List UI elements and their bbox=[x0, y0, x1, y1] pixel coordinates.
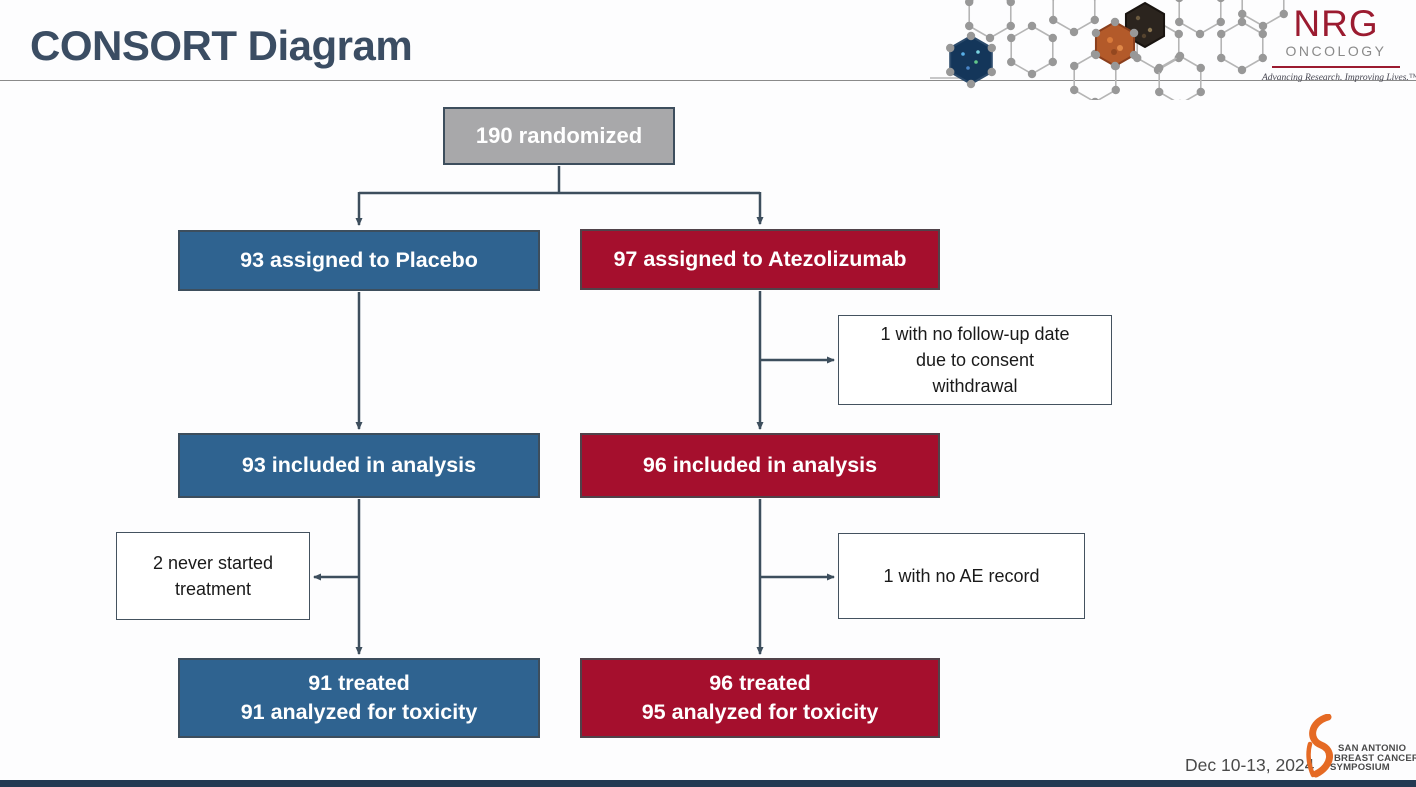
node-atezolizumab-treated: 96 treated 95 analyzed for toxicity bbox=[580, 658, 940, 738]
nrg-logo-rule bbox=[1272, 66, 1400, 68]
node-randomized-label: 190 randomized bbox=[475, 123, 643, 149]
sabcs-line2: BREAST CANCER bbox=[1334, 752, 1416, 764]
node-no-ae-record: 1 with no AE record bbox=[838, 533, 1085, 619]
molecule-hexagon-decoration bbox=[930, 0, 1288, 100]
sabcs-logo: SAN ANTONIO BREAST CANCER SYMPOSIUM bbox=[1296, 700, 1416, 780]
node-placebo-analysis: 93 included in analysis bbox=[178, 433, 540, 498]
sabcs-line3: SYMPOSIUM bbox=[1330, 762, 1390, 773]
bottom-accent-bar bbox=[0, 780, 1416, 787]
node-no-followup: 1 with no follow-up date due to consent … bbox=[838, 315, 1112, 405]
node-placebo-treated-line2: 91 analyzed for toxicity bbox=[240, 700, 478, 724]
sabcs-ribbon-icon bbox=[1306, 714, 1333, 778]
node-no-followup-line3: withdrawal bbox=[932, 376, 1018, 397]
nrg-oncology-logo: NRG ONCOLOGY Advancing Research. Improvi… bbox=[1262, 3, 1416, 83]
node-atezolizumab-analysis: 96 included in analysis bbox=[580, 433, 940, 498]
node-atezolizumab-assigned: 97 assigned to Atezolizumab bbox=[580, 229, 940, 290]
node-no-followup-line2: due to consent bbox=[915, 349, 1035, 370]
node-no-ae-record-label: 1 with no AE record bbox=[883, 565, 1040, 586]
node-atezolizumab-analysis-label: 96 included in analysis bbox=[642, 452, 878, 477]
nrg-division-text: ONCOLOGY bbox=[1285, 43, 1387, 59]
sabcs-logo-text: SAN ANTONIO BREAST CANCER SYMPOSIUM bbox=[1330, 744, 1416, 773]
nrg-logo-text: NRG bbox=[1293, 3, 1379, 44]
page-title: CONSORT Diagram bbox=[30, 22, 413, 69]
node-placebo-treated-line1: 91 treated bbox=[308, 670, 410, 695]
node-no-followup-line1: 1 with no follow-up date bbox=[880, 323, 1070, 344]
node-randomized: 190 randomized bbox=[443, 107, 675, 165]
node-never-started: 2 never started treatment bbox=[116, 532, 310, 620]
node-never-started-line1: 2 never started bbox=[152, 552, 274, 573]
node-atezolizumab-assigned-label: 97 assigned to Atezolizumab bbox=[613, 246, 907, 271]
node-atezolizumab-treated-line2: 95 analyzed for toxicity bbox=[641, 700, 879, 724]
node-placebo-treated: 91 treated 91 analyzed for toxicity bbox=[178, 658, 540, 738]
node-placebo-analysis-label: 93 included in analysis bbox=[241, 452, 477, 477]
nrg-tagline: Advancing Research. Improving Lives.™ bbox=[1262, 73, 1416, 83]
node-placebo-assigned-label: 93 assigned to Placebo bbox=[240, 247, 478, 272]
conference-date: Dec 10-13, 2024 bbox=[1185, 755, 1315, 775]
node-never-started-line2: treatment bbox=[174, 579, 252, 599]
header-divider bbox=[0, 80, 1416, 81]
node-atezolizumab-treated-line1: 96 treated bbox=[709, 670, 811, 695]
node-placebo-assigned: 93 assigned to Placebo bbox=[178, 230, 540, 291]
sabcs-line1: SAN ANTONIO bbox=[1338, 743, 1407, 754]
